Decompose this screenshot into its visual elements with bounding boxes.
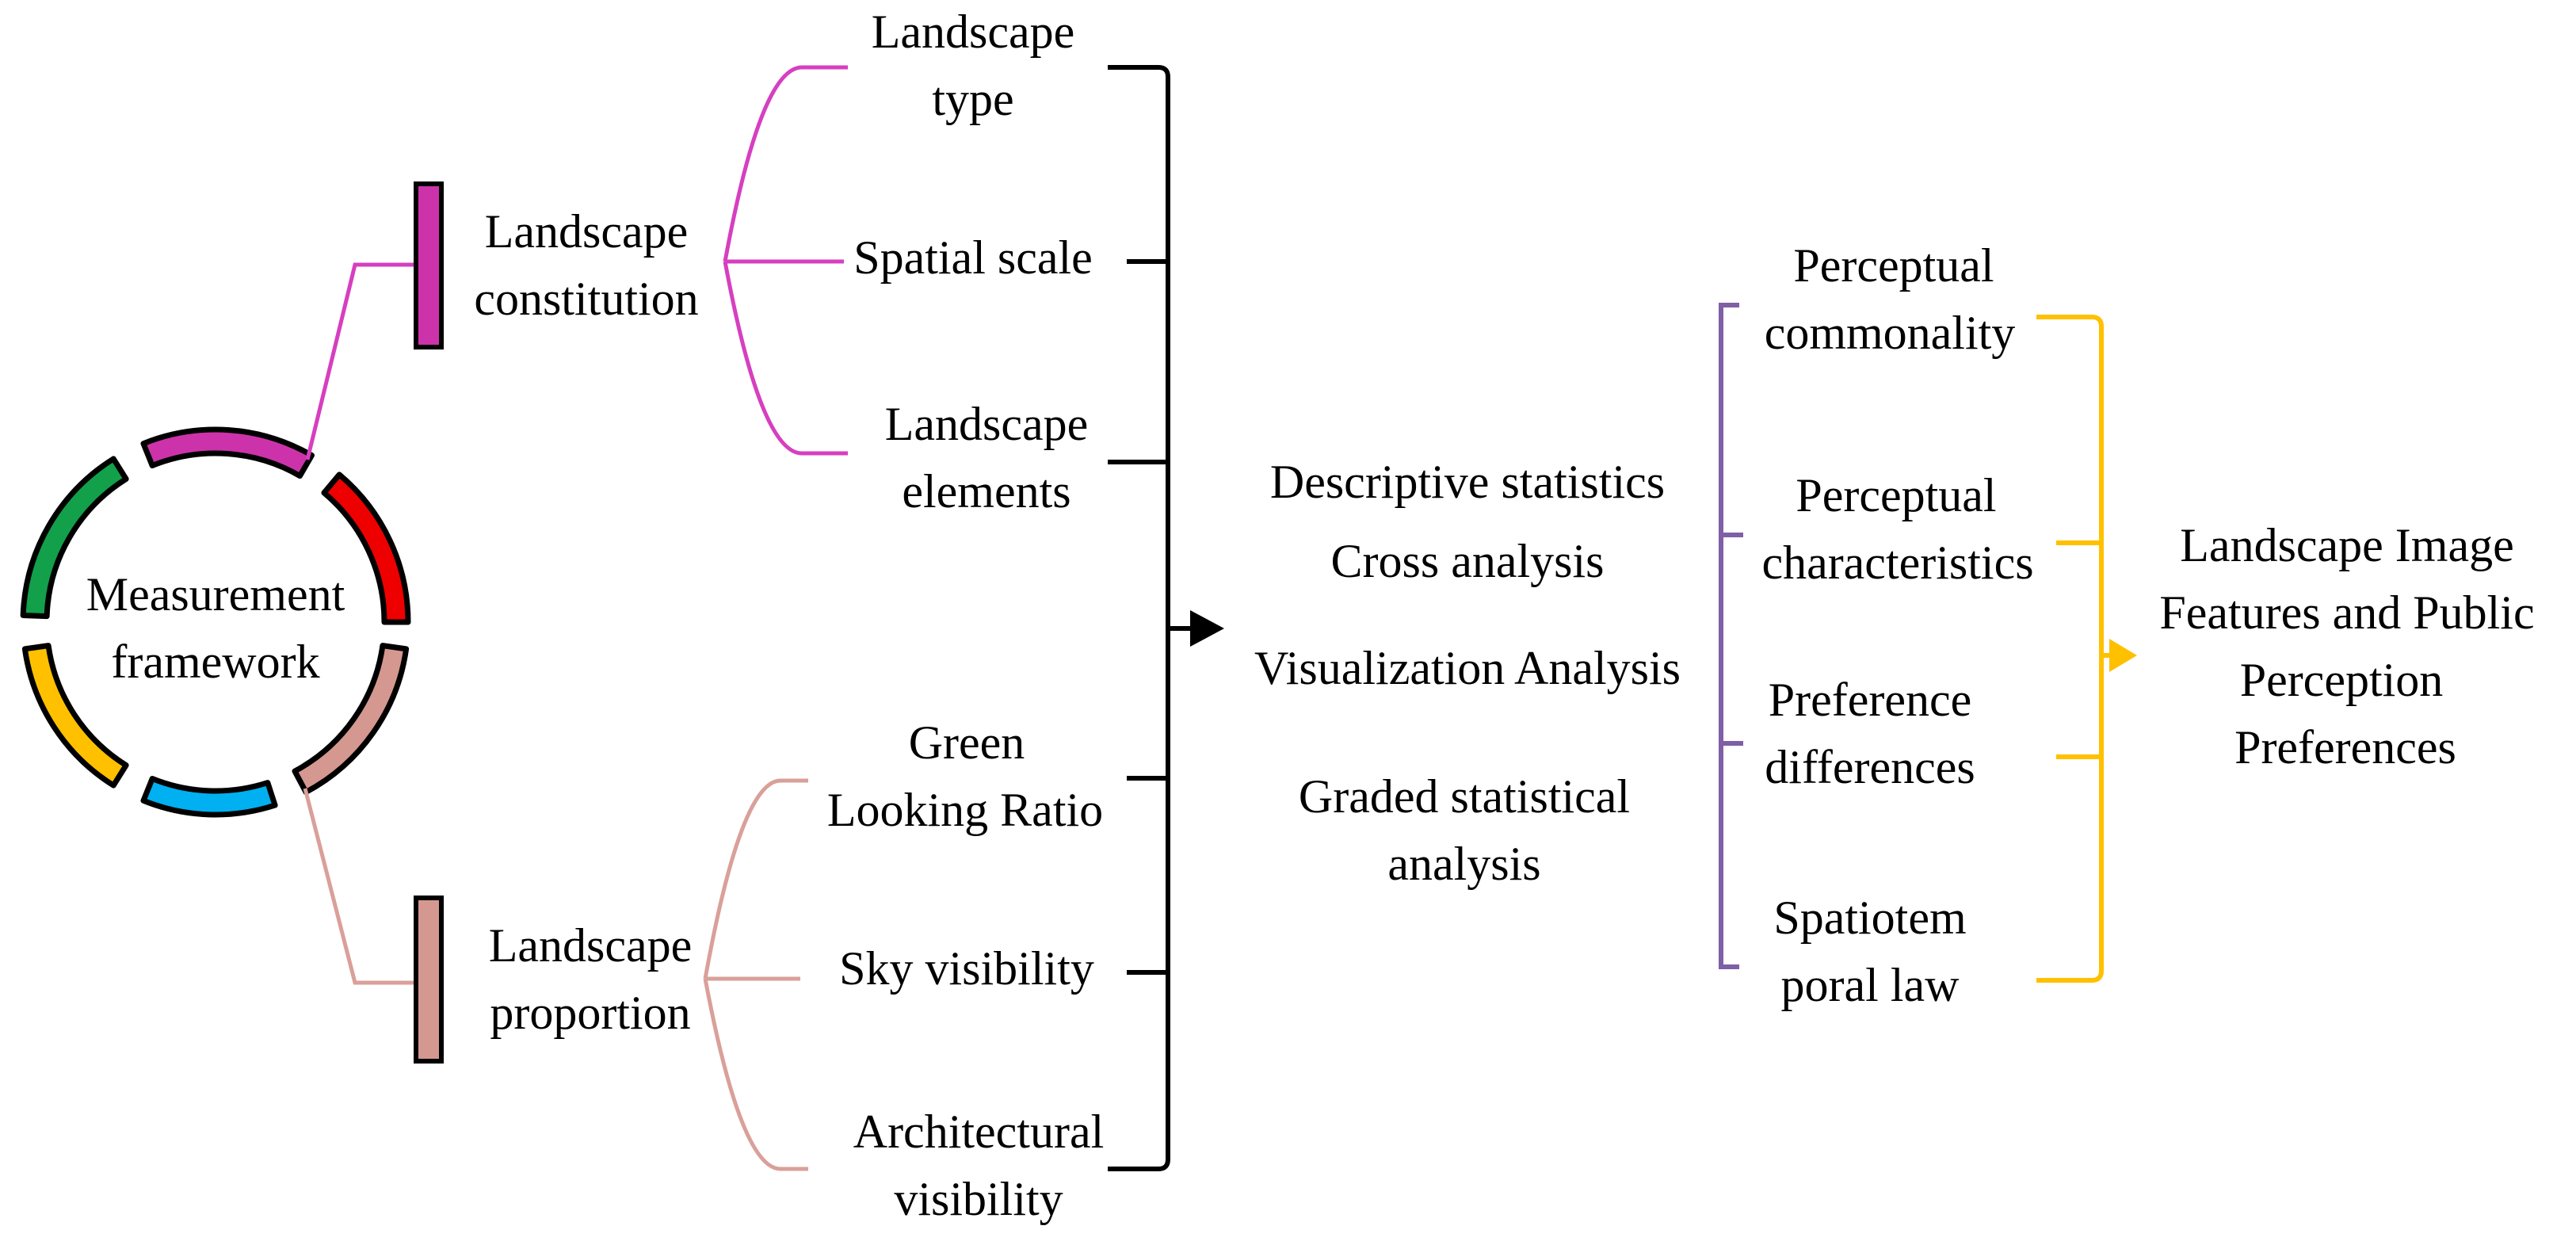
method-descriptive: Descriptive statistics <box>1270 456 1665 508</box>
arrow-to-methods-icon <box>1190 610 1224 647</box>
finding-2-line1: Perceptual <box>1796 469 1996 521</box>
proportion-label-line2: proportion <box>490 987 690 1039</box>
ring-segment-red <box>321 472 411 625</box>
arrow-to-result-icon <box>2109 639 2137 672</box>
proportion-item-3-line1: Architectural <box>853 1106 1105 1158</box>
proportion-fan <box>703 778 808 1171</box>
ring-segment-constitution <box>140 426 315 479</box>
constitution-item-1-line1: Landscape <box>872 6 1075 58</box>
constitution-item-3-line1: Landscape <box>885 398 1089 450</box>
result-line4: Preferences <box>2234 721 2456 773</box>
constitution-item-2: Spatial scale <box>853 231 1093 284</box>
ring-segment-green <box>20 456 129 620</box>
center-label-line1: Measurement <box>86 568 345 621</box>
method-graded-line1: Graded statistical <box>1299 770 1630 823</box>
ring-segment-yellow <box>21 643 129 789</box>
finding-4-line2: poral law <box>1781 959 1960 1011</box>
method-cross: Cross analysis <box>1331 535 1605 587</box>
constitution-label-line1: Landscape <box>485 205 689 258</box>
ring-segment-proportion <box>292 643 410 796</box>
result-line2: Features and Public <box>2159 586 2534 639</box>
finding-4-line1: Spatiotem <box>1773 892 1966 944</box>
constitution-label-line2: constitution <box>474 273 698 325</box>
measurement-ring <box>20 426 411 818</box>
proportion-box <box>414 896 444 1064</box>
connector-proportion <box>303 788 416 985</box>
constitution-item-1-line2: type <box>932 73 1013 125</box>
method-graded-line2: analysis <box>1387 838 1540 890</box>
finding-1-line1: Perceptual <box>1793 239 1994 292</box>
constitution-fan <box>723 65 848 456</box>
ring-segment-blue <box>140 775 278 818</box>
proportion-item-1-line1: Green <box>909 716 1025 769</box>
findings-bracket <box>1719 303 1743 969</box>
proportion-item-2: Sky visibility <box>839 942 1094 995</box>
constitution-item-3-line2: elements <box>902 465 1070 517</box>
result-line3: Perception <box>2240 654 2444 706</box>
result-line1: Landscape Image <box>2180 519 2513 571</box>
proportion-item-3-line2: visibility <box>894 1173 1063 1225</box>
constitution-box <box>414 181 444 349</box>
proportion-label-line1: Landscape <box>489 919 693 972</box>
result-bracket <box>2036 315 2137 983</box>
method-visualization: Visualization Analysis <box>1254 642 1681 694</box>
proportion-item-1-line2: Looking Ratio <box>827 784 1103 836</box>
center-label-line2: framework <box>111 636 319 688</box>
finding-1-line2: commonality <box>1765 307 2016 359</box>
collector-bracket <box>1108 65 1224 1171</box>
connector-constitution <box>305 262 416 460</box>
finding-2-line2: characteristics <box>1761 537 2033 589</box>
finding-3-line2: differences <box>1765 741 1975 793</box>
finding-3-line1: Preference <box>1769 674 1971 726</box>
